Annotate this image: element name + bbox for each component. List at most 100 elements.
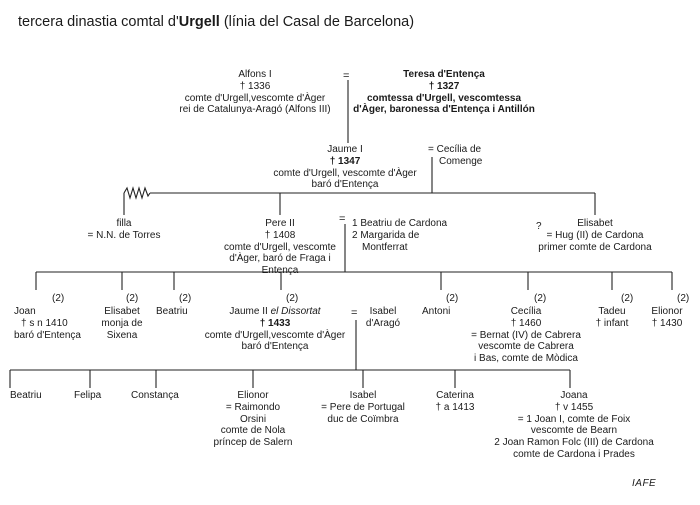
spouse-label: = Raimondo [225, 401, 281, 413]
death-label: † 1347 [329, 155, 361, 167]
title-label: monja de [101, 317, 143, 329]
name-label: d'Aragó [365, 317, 401, 329]
name-label: Elisabet [104, 306, 140, 317]
title-label: comte de Cardona i Prades [513, 448, 635, 460]
spouse-label: 1 Beatriu de Cardona [352, 218, 448, 229]
title-label: primer comte de Cardona [538, 241, 652, 253]
person-g5-beatriu: Beatriu [10, 390, 42, 402]
person-elisabet-monja: Elisabet monja de Sixena [93, 306, 151, 341]
title-label: Entença [261, 265, 299, 277]
publisher-credit: IAFE [632, 478, 657, 489]
person-beatriu: Beatriu [156, 306, 188, 318]
person-antoni: Antoni [422, 306, 450, 318]
person-cecilia: Cecília † 1460 = Bernat (IV) de Cabrera … [465, 306, 587, 365]
name-label: Alfons I [238, 69, 272, 80]
title-label: comtessa d'Urgell, vescomtessa [366, 92, 522, 104]
title-label: comte de Nola [220, 425, 286, 437]
diagram-title: tercera dinastia comtal d'Urgell (línia … [18, 14, 415, 30]
marriage-sign-jaume2: = [351, 307, 358, 319]
title-label: rei de Catalunya-Aragó (Alfons III) [179, 104, 331, 116]
death-label: † 1336 [239, 80, 271, 92]
death-label: † 1408 [264, 229, 296, 241]
title-label: duc de Coïmbra [327, 413, 399, 425]
spouse-label: = Bernat (IV) de Cabrera [471, 329, 581, 341]
death-label: † s n 1410 [21, 317, 68, 329]
name-label: Elisabet [577, 218, 613, 229]
name-label: Isabel [349, 390, 377, 401]
person-g5-constanca: Constança [131, 390, 179, 402]
person-cecilia-comenge: = Cecília de Comenge [428, 144, 482, 168]
marriage-mark: (2) [446, 293, 459, 304]
title-label: comte d'Urgell, vescomte [224, 241, 336, 253]
name-label: Jaume I [327, 144, 363, 155]
person-g5-felipa: Felipa [74, 390, 101, 402]
marriage-mark: (2) [534, 293, 547, 304]
death-label: † infant [595, 317, 629, 329]
title-label: d'Àger, baronessa d'Entença i Antillón [353, 104, 535, 116]
person-g5-joana: Joana † v 1455 = 1 Joan I, comte de Foix… [494, 390, 654, 461]
title-label: comte d'Urgell, vescomte d'Àger [273, 167, 417, 179]
name-label: Jaume II el Dissortat [203, 306, 347, 318]
death-label: † 1460 [510, 317, 542, 329]
marriage-mark: (2) [52, 293, 65, 304]
name-label: Elionor [651, 306, 683, 317]
line-gen3-wavy [123, 186, 151, 200]
death-label: † a 1413 [435, 401, 475, 413]
death-label: † 1430 [651, 317, 683, 329]
name-label: Beatriu [156, 306, 188, 317]
title-label: baró d'Entença [241, 341, 309, 353]
title-label: comte d'Urgell,vescomte d'Àger [204, 329, 346, 341]
person-isabel-arago: Isabel d'Aragó [363, 306, 403, 330]
spouse-label: Montferrat [362, 241, 408, 253]
title-label: i Bas, comte de Mòdica [474, 353, 578, 365]
title-label: d'Àger, baró de Fraga i [229, 253, 331, 265]
spouse-label: = Hug (II) de Cardona [546, 229, 644, 241]
title-label: baró d'Entença [14, 329, 81, 341]
uncertainty-mark: ? [536, 221, 542, 232]
name-label: Antoni [422, 306, 451, 317]
title-label: príncep de Salern [213, 437, 293, 449]
person-joan: Joan † s n 1410 baró d'Entença [14, 306, 81, 341]
name-label: Pere II [265, 218, 295, 229]
person-g5-elionor: Elionor = Raimondo Orsini comte de Nola … [206, 390, 300, 449]
name-text: Jaume II [229, 306, 271, 317]
title-label: baró d'Entença [311, 179, 379, 191]
person-elionor: Elionor † 1430 [642, 306, 692, 330]
person-pere-ii: Pere II † 1408 comte d'Urgell, vescomte … [222, 218, 338, 277]
title-label: comte d'Urgell,vescomte d'Àger [184, 92, 326, 104]
spouse-label: = Pere de Portugal [321, 401, 405, 413]
name-label: Elionor [237, 390, 269, 401]
marriage-sign-pere: = [339, 213, 346, 225]
death-label: † 1433 [259, 317, 291, 329]
marriage-mark: (2) [677, 293, 690, 304]
spouse-label: = 1 Joan I, comte de Foix [517, 413, 631, 425]
epithet-text: el Dissortat [270, 306, 321, 317]
person-tadeu: Tadeu † infant [591, 306, 633, 330]
name-label: Joana [560, 390, 588, 401]
marriage-mark: (2) [126, 293, 139, 304]
name-label: filla [116, 218, 132, 229]
spouse-label: Orsini [239, 413, 267, 425]
person-teresa-entenca: Teresa d'Entença † 1327 comtessa d'Urgel… [352, 69, 536, 116]
death-label: † 1327 [428, 80, 460, 92]
name-label: Felipa [74, 390, 102, 401]
name-label: Beatriu [10, 390, 42, 401]
pere-ii-spouses: 1 Beatriu de Cardona 2 Margarida de Mont… [352, 218, 447, 253]
name-label: Tadeu [598, 306, 626, 317]
name-label: Joan [14, 306, 36, 317]
marriage-mark: (2) [621, 293, 634, 304]
name-label: Isabel [369, 306, 397, 317]
marriage-mark: (2) [286, 293, 299, 304]
marriage-mark: (2) [179, 293, 192, 304]
name-label: Cecília [510, 306, 542, 317]
spouse-label: 2 Joan Ramon Folc (III) de Cardona [494, 437, 654, 449]
person-elisabet: Elisabet = Hug (II) de Cardona primer co… [528, 218, 662, 253]
title-label: Sixena [106, 329, 138, 341]
person-jaume-ii: Jaume II el Dissortat † 1433 comte d'Urg… [203, 306, 347, 353]
spouse-label: 2 Margarida de [352, 229, 420, 241]
title-label: vescomte de Bearn [530, 425, 618, 437]
spouse-label: = N.N. de Torres [87, 229, 161, 241]
marriage-sign-gen1: = [343, 70, 350, 82]
death-label: † v 1455 [554, 401, 594, 413]
